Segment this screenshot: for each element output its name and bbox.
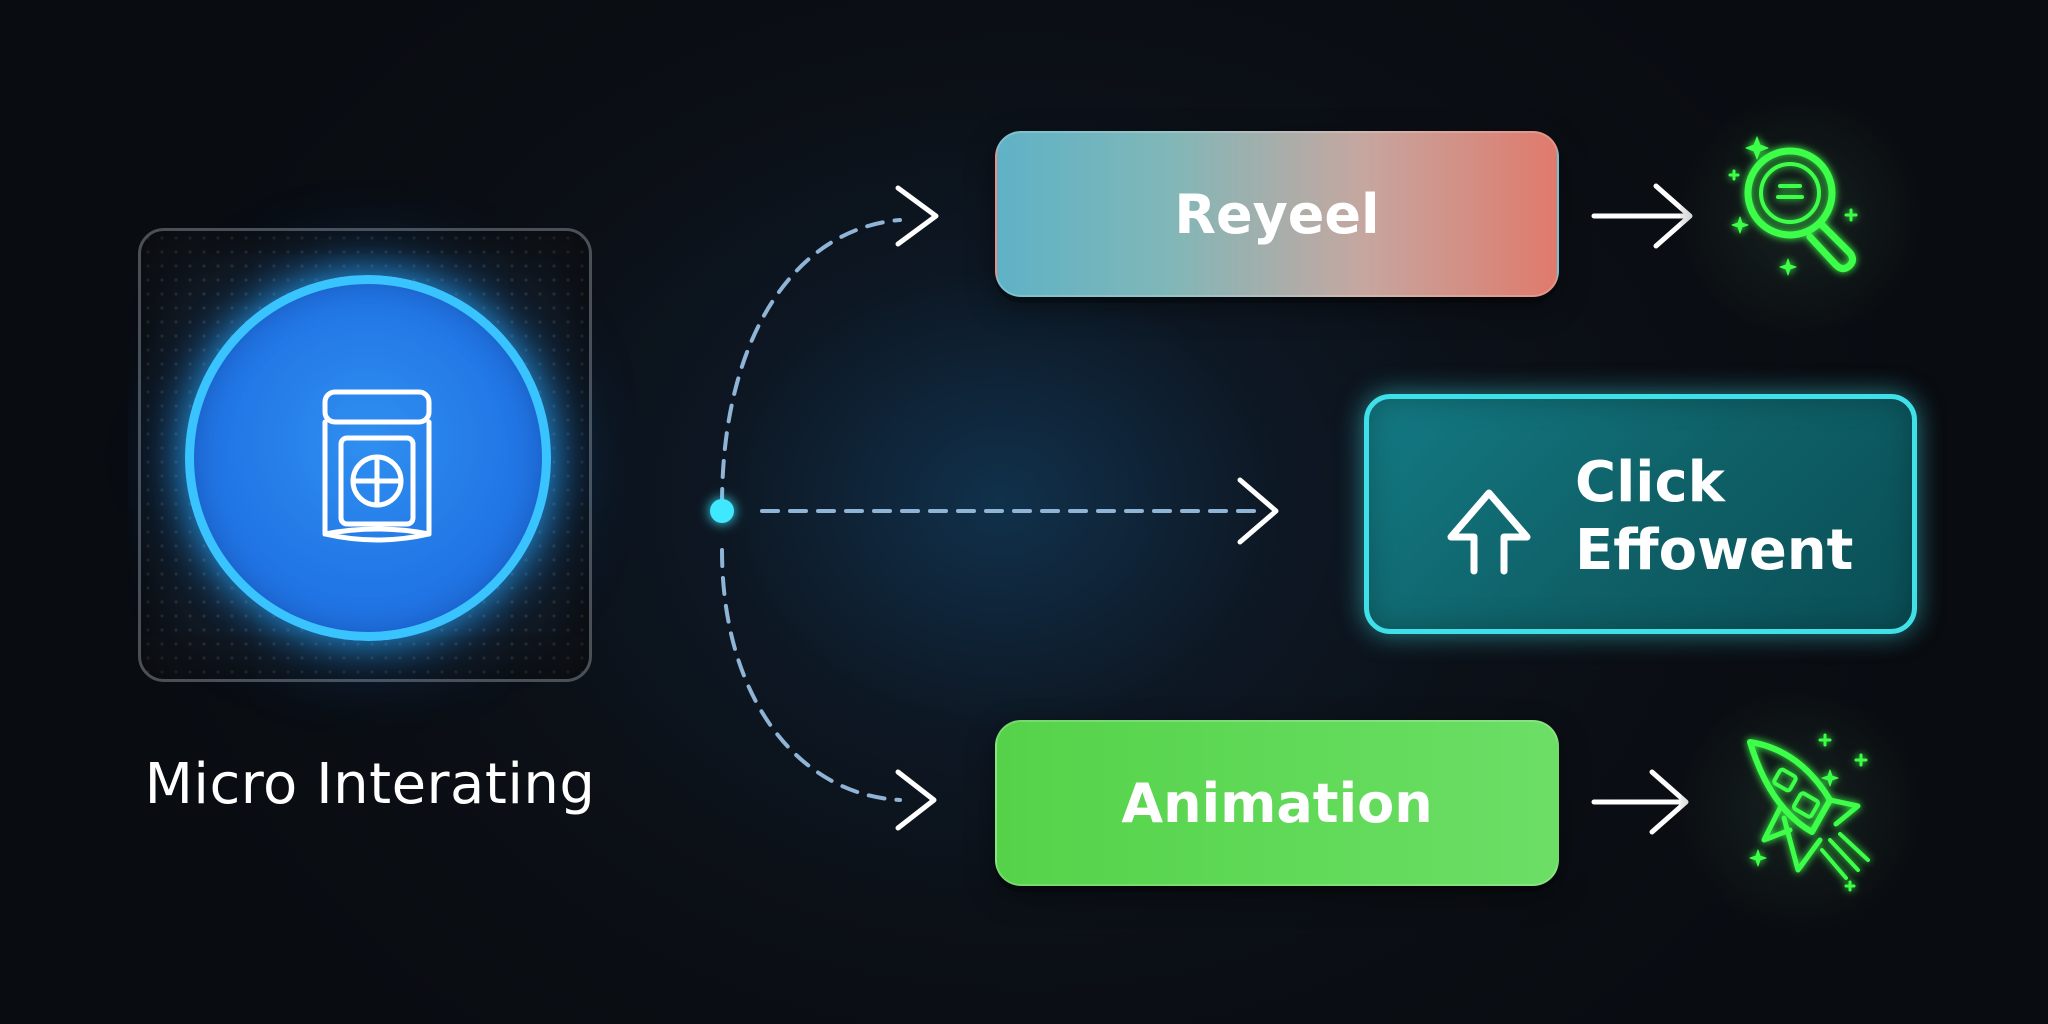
source-label: Micro Interating xyxy=(144,752,596,817)
rocket-result-badge xyxy=(1680,690,1920,930)
connector-to-animation xyxy=(720,548,902,802)
source-button[interactable] xyxy=(185,275,551,641)
animation-button[interactable]: Animation xyxy=(995,720,1559,886)
rocket-icon xyxy=(1747,733,1870,892)
upload-arrow-icon xyxy=(1447,489,1531,575)
click-effect-line1: Click xyxy=(1575,450,1725,515)
search-result-badge xyxy=(1680,95,1920,335)
reveal-button-label: Reyeel xyxy=(1174,182,1380,246)
origin-dot xyxy=(710,499,734,523)
arrowhead-to-reveal xyxy=(895,185,939,247)
container-icon xyxy=(322,389,432,543)
source-card xyxy=(138,228,592,682)
connector-to-reveal xyxy=(720,218,902,507)
click-effect-line2: Effowent xyxy=(1575,518,1854,583)
animation-button-label: Animation xyxy=(1121,771,1433,835)
arrowhead-to-animation xyxy=(895,769,937,831)
search-magnifier-icon xyxy=(1728,136,1858,276)
arrowhead-to-click-effect xyxy=(1237,477,1279,545)
reveal-button[interactable]: Reyeel xyxy=(995,131,1559,297)
click-effect-button[interactable]: Click Effowent xyxy=(1364,394,1917,634)
click-effect-label: Click Effowent xyxy=(1575,449,1853,585)
